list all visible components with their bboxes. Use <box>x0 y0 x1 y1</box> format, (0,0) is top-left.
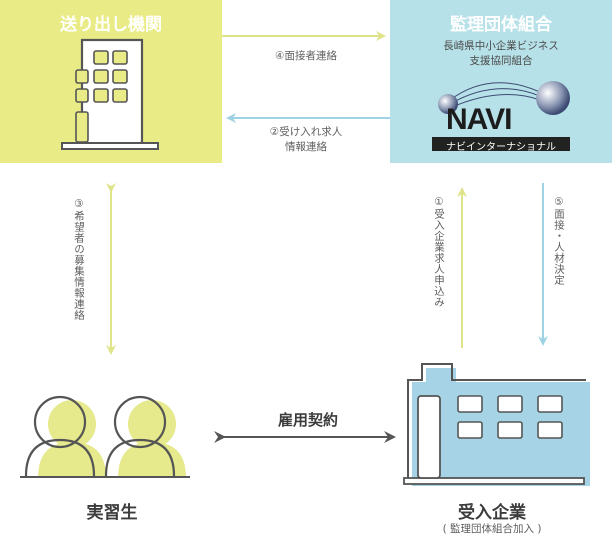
step3-label: ③希望者の募集情報連絡 <box>73 198 85 321</box>
sending-org-title: 送り出し機関 <box>60 15 162 35</box>
step2-label-line2: 情報連絡 <box>285 141 327 153</box>
navi-logo-text: NAVI <box>446 103 512 136</box>
interns-label: 実習生 <box>86 503 138 523</box>
host-company-sublabel: ( 監理団体組合加入 ) <box>442 523 542 535</box>
union-subtitle-line2: 支援協同組合 <box>469 55 533 67</box>
supervising-union-box: 監理団体組合 長崎県中小企業ビジネス 支援協同組合 NAVI ナビインターナショ… <box>390 0 612 163</box>
union-subtitle-line1: 長崎県中小企業ビジネス <box>443 40 559 52</box>
step1-label: ①受入企業求人申込み <box>433 196 445 308</box>
employment-contract-label: 雇用契約 <box>277 411 338 429</box>
host-company-label: 受入企業 <box>458 503 526 523</box>
interns-person-icon <box>20 395 190 478</box>
navi-logo-caption: ナビインターナショナル <box>446 142 556 153</box>
supervising-union-title: 監理団体組合 <box>450 15 552 35</box>
step2-label-line1: ②受け入れ求人 <box>269 126 343 138</box>
office-building-icon <box>61 38 159 150</box>
step4-label: ④面接者連絡 <box>275 50 337 62</box>
navi-logo <box>432 81 570 151</box>
step5-label: ⑤面接・人材決定 <box>553 196 565 286</box>
host-company-building-icon <box>403 363 590 486</box>
sending-org-box: 送り出し機関 <box>0 0 222 163</box>
